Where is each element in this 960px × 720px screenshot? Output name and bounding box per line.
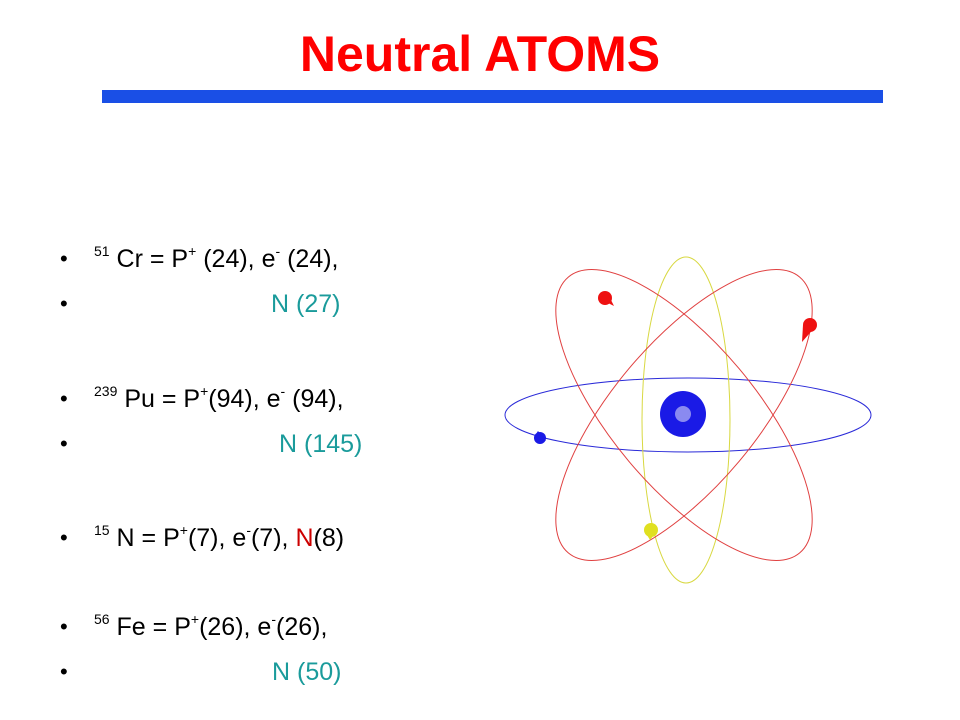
neutron-label: N	[295, 524, 314, 552]
orbit-yellow	[641, 256, 731, 584]
neutron-count: (50)	[290, 658, 342, 686]
electron-blue	[534, 431, 546, 444]
element-symbol: Cr	[116, 245, 143, 273]
bullet-marker: •	[60, 246, 68, 271]
mass-number: 51	[94, 243, 110, 259]
neutron-label: N	[271, 290, 290, 318]
orbit-blue	[504, 377, 872, 453]
element-symbol: N	[116, 524, 135, 552]
bullet-marker: •	[60, 659, 68, 684]
nucleus-highlight	[675, 406, 691, 422]
electron-red-2	[802, 318, 817, 342]
mass-number: 15	[94, 522, 110, 538]
neutron-label: N	[272, 658, 291, 686]
bullet-marker: •	[60, 614, 68, 639]
neutron-label: N	[279, 430, 298, 458]
mass-number: 239	[94, 383, 118, 399]
neutron-count: (27)	[289, 290, 341, 318]
neutron-count: (145)	[297, 430, 363, 458]
bullet-marker: •	[60, 291, 68, 316]
electron-yellow	[644, 523, 658, 540]
bullet-marker: •	[60, 431, 68, 456]
element-symbol: Pu	[124, 385, 155, 413]
atom-diagram-icon	[504, 256, 872, 584]
bullet-marker: •	[60, 525, 68, 550]
orbit-red-2	[555, 269, 813, 561]
bullet-marker: •	[60, 386, 68, 411]
element-symbol: Fe	[116, 613, 146, 641]
mass-number: 56	[94, 611, 110, 627]
electron-red-1	[598, 291, 614, 306]
neutron-count: (8)	[313, 524, 345, 552]
slide-title: Neutral ATOMS	[299, 26, 661, 82]
title-underline-bar	[102, 90, 883, 103]
